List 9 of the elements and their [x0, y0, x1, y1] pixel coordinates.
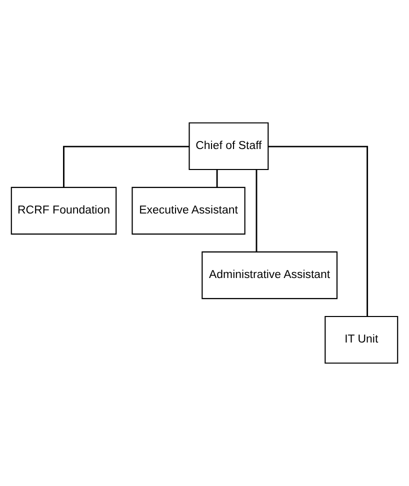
node-box: Chief of Staff: [188, 122, 269, 170]
connector: [216, 170, 218, 188]
connector: [63, 146, 190, 188]
node-box: Administrative Assistant: [202, 251, 338, 300]
connector: [256, 170, 258, 252]
node-box: RCRF Foundation: [10, 186, 117, 235]
node-box: IT Unit: [324, 316, 398, 364]
node-box: Executive Assistant: [132, 186, 246, 235]
connector: [268, 146, 368, 316]
